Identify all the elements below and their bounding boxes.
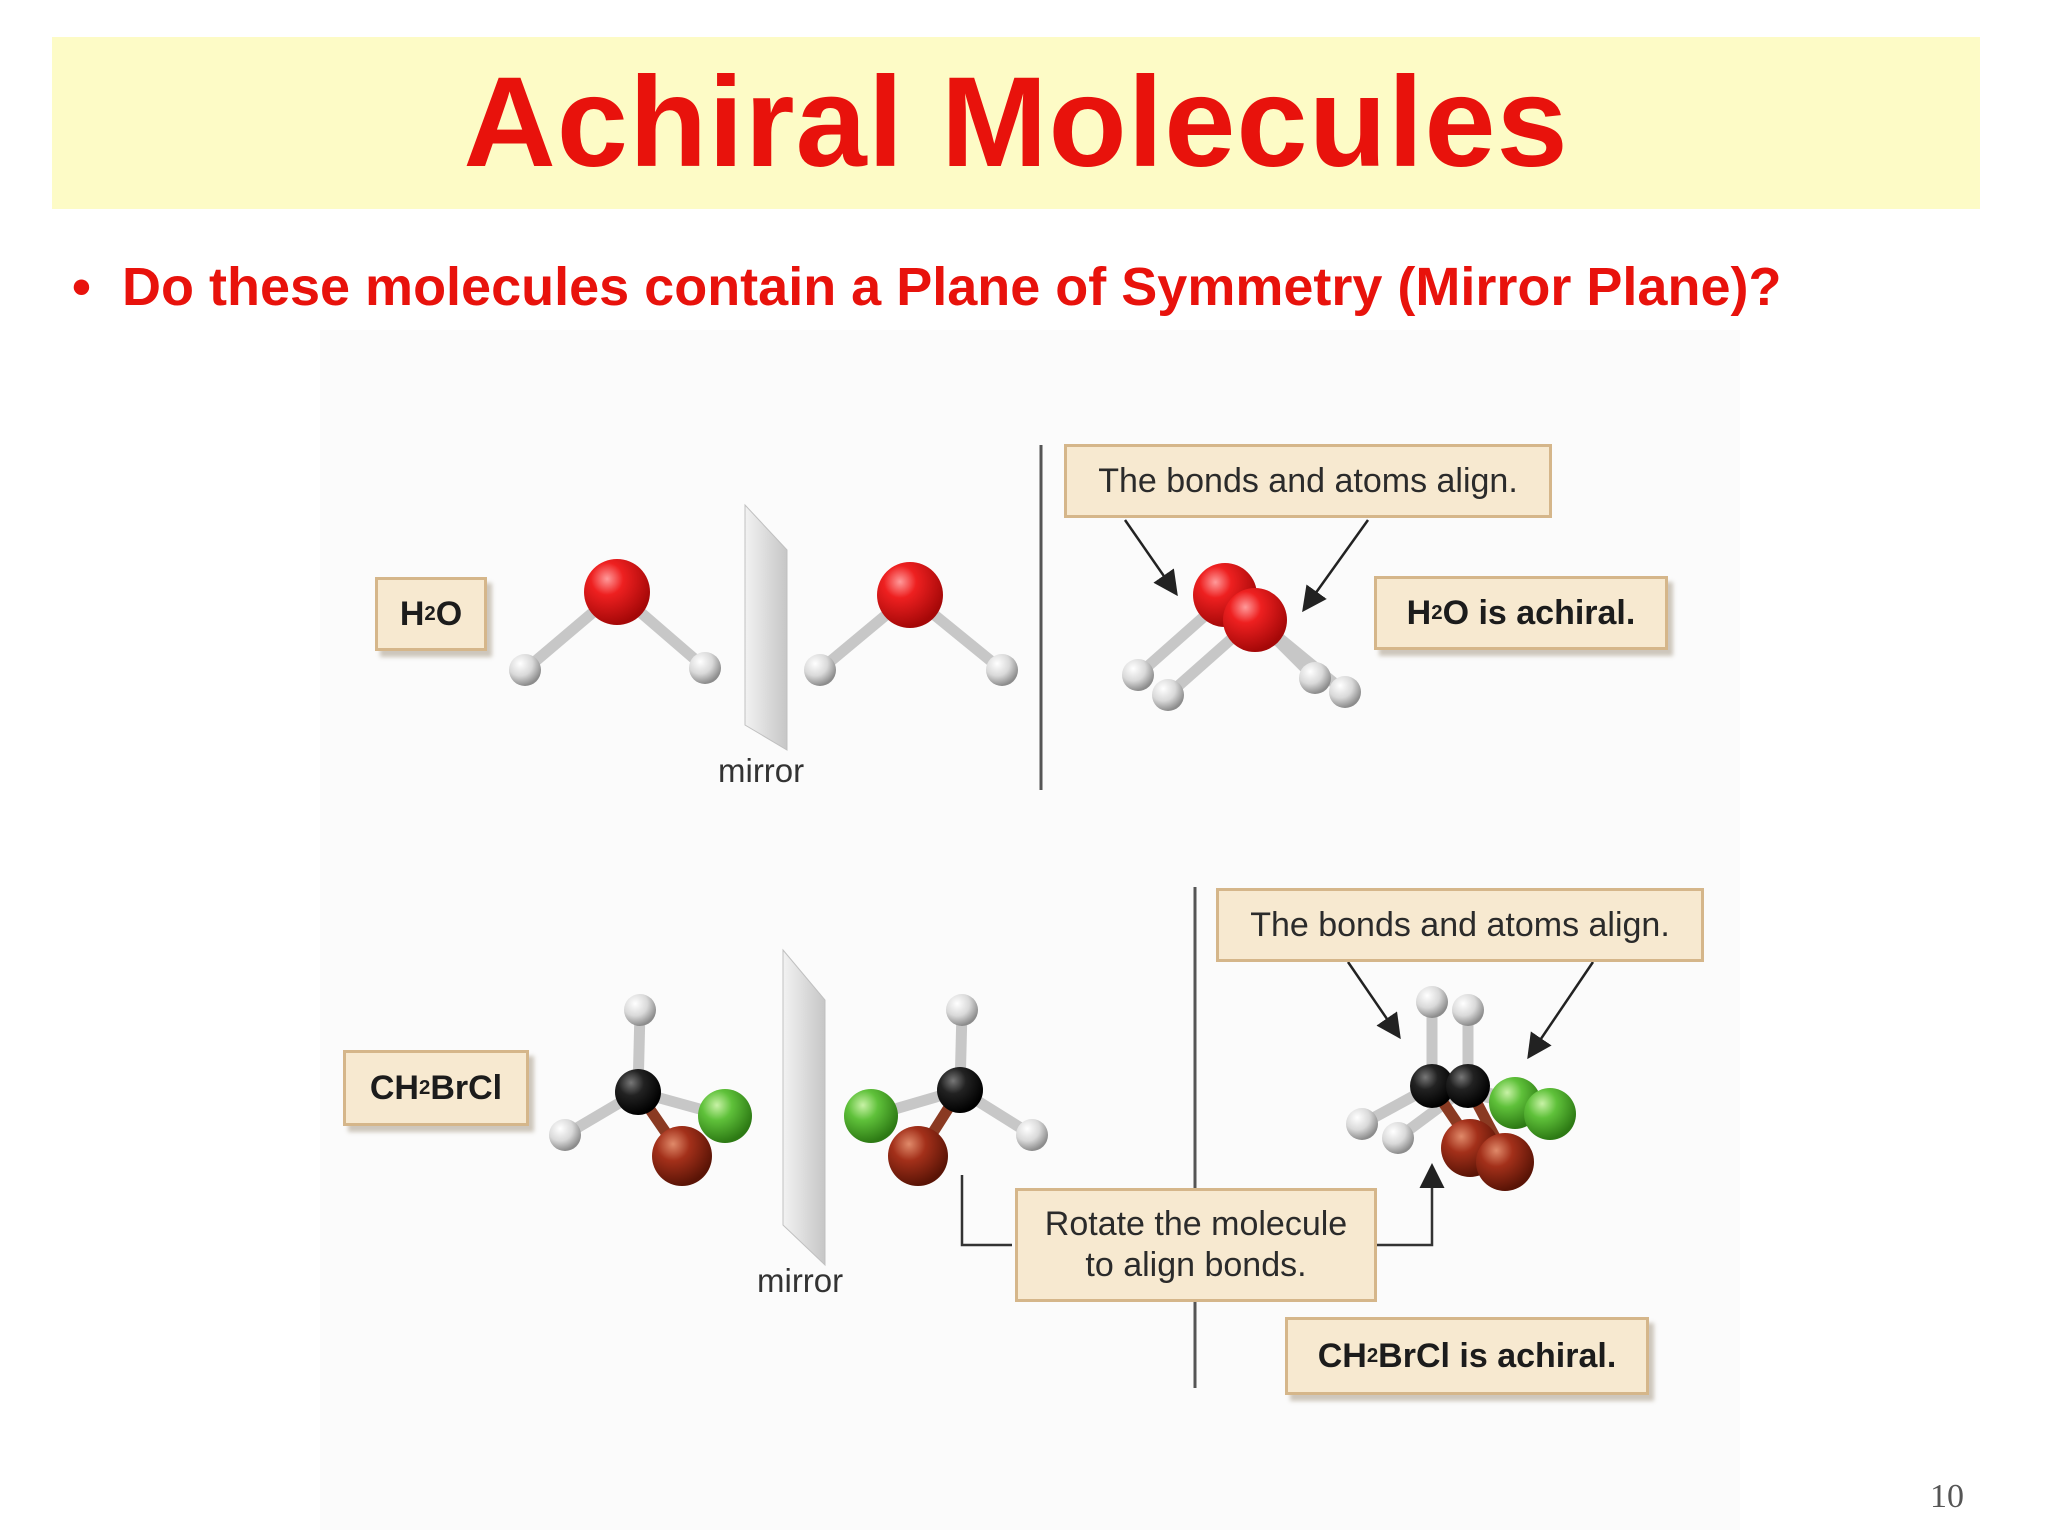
slide-title: Achiral Molecules <box>463 51 1569 194</box>
ch2brcl-molecule-left <box>549 994 752 1186</box>
title-banner: Achiral Molecules <box>52 37 1980 209</box>
water-molecule-left <box>509 559 721 686</box>
water-molecules-overlaid <box>1122 563 1361 711</box>
arrow-align-1a <box>1123 519 1178 597</box>
rotate-connector-right <box>1375 1163 1445 1247</box>
h2o-formula-rest: O <box>435 594 463 633</box>
h2o-formula-main: H <box>399 594 425 633</box>
mirror-label-1: mirror <box>718 752 805 789</box>
ch2brcl-achiral-rest: BrCl is achiral. <box>1378 1336 1617 1375</box>
arrow-align-2a <box>1346 961 1401 1040</box>
rotate-note: Rotate the molecule to align bonds. <box>1015 1188 1377 1302</box>
mirror-label-2: mirror <box>757 1262 844 1299</box>
align-note-1: The bonds and atoms align. <box>1064 444 1552 518</box>
ch2brcl-formula-main: CH <box>369 1068 419 1107</box>
mirror-plane-1 <box>744 503 788 751</box>
molecule-illustration <box>509 445 1595 1388</box>
mirror-plane-2 <box>782 948 826 1267</box>
rotate-note-line2: to align bonds. <box>1085 1246 1307 1284</box>
page-number: 10 <box>1930 1478 1964 1515</box>
ch2brcl-formula-rest: BrCl <box>430 1068 503 1107</box>
align-note-2: The bonds and atoms align. <box>1216 888 1704 962</box>
bullet-question: • Do these molecules contain a Plane of S… <box>72 256 1781 318</box>
bullet-icon: • <box>72 257 91 317</box>
rotate-note-line1: Rotate the molecule <box>1044 1205 1348 1244</box>
bullet-text: Do these molecules contain a Plane of Sy… <box>122 257 1782 317</box>
ch2brcl-achiral-main: CH <box>1317 1336 1367 1375</box>
h2o-achiral-main: H <box>1406 593 1432 632</box>
arrow-align-1b <box>1302 519 1370 613</box>
arrow-align-2b <box>1527 961 1595 1060</box>
h2o-achiral-rest: O is achiral. <box>1442 593 1636 632</box>
rotate-connector-left <box>960 1175 1012 1247</box>
ch2brcl-molecules-overlaid <box>1346 986 1576 1191</box>
water-molecule-right <box>804 562 1018 686</box>
ch2brcl-molecule-right <box>844 994 1048 1186</box>
